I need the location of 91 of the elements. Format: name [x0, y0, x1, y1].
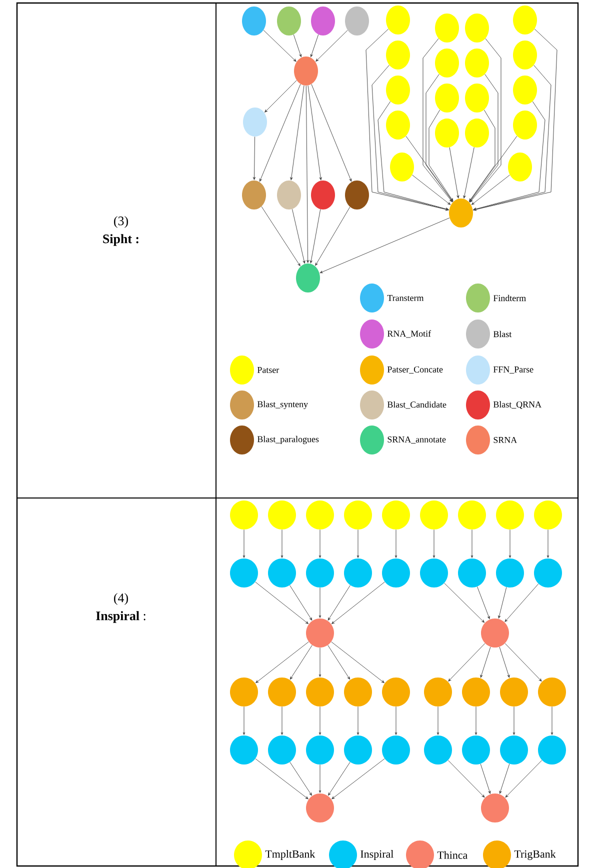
- workflow-node: [268, 678, 296, 706]
- workflow-node: [465, 14, 489, 42]
- workflow-node: [534, 558, 562, 588]
- row-label: Inspiral :: [96, 611, 146, 623]
- workflow-node: [465, 84, 489, 112]
- workflow-node: [424, 736, 452, 764]
- workflow-node: [458, 558, 486, 588]
- workflow-node: [496, 558, 524, 588]
- workflow-node: [230, 736, 258, 764]
- workflow-node: [344, 500, 372, 530]
- legend-label: Blast: [493, 330, 512, 338]
- workflow-node: [424, 678, 452, 706]
- workflow-node: [230, 678, 258, 706]
- workflow-node: [500, 678, 528, 706]
- legend-label: Inspiral: [360, 850, 394, 860]
- workflow-node: [513, 40, 537, 70]
- workflow-node: [345, 180, 369, 210]
- workflow-node: [382, 500, 410, 530]
- workflow-node: [462, 678, 490, 706]
- workflow-node: [435, 48, 459, 78]
- workflow-node: [449, 198, 473, 228]
- workflow-node: [382, 736, 410, 764]
- workflow-node: [382, 558, 410, 588]
- workflow-node: [242, 6, 266, 36]
- workflow-node: [243, 108, 267, 136]
- workflow-node: [344, 678, 372, 706]
- workflow-node: [242, 180, 266, 210]
- workflow-node: [306, 736, 334, 764]
- workflow-node: [462, 736, 490, 764]
- legend-label: Thinca: [437, 851, 468, 859]
- workflow-node: [386, 110, 410, 140]
- workflow-node: [386, 40, 410, 70]
- workflow-node: [435, 84, 459, 112]
- workflow-node: [296, 264, 320, 292]
- workflow-node: [268, 558, 296, 588]
- workflow-node: [538, 678, 566, 706]
- legend-label: Blast_Candidate: [387, 401, 446, 409]
- workflow-node: [390, 152, 414, 182]
- legend-label: TrigBank: [514, 850, 556, 860]
- workflow-node: [306, 794, 334, 822]
- workflow-node: [268, 736, 296, 764]
- workflow-node: [465, 118, 489, 148]
- workflow-node: [306, 500, 334, 530]
- workflow-node: [513, 76, 537, 104]
- legend-label: SRNA: [494, 437, 518, 444]
- workflow-node: [481, 794, 509, 822]
- legend-label: Transterm: [387, 295, 424, 301]
- workflow-node: [277, 180, 301, 210]
- workflow-node: [386, 6, 410, 34]
- workflow-node: [311, 180, 335, 210]
- workflow-node: [534, 500, 562, 530]
- legend-label: TmpltBank: [265, 850, 316, 860]
- row-label: Sipht :: [103, 234, 138, 246]
- workflow-node: [268, 500, 296, 530]
- row-label: (3): [114, 216, 128, 228]
- workflow-node: [481, 618, 509, 648]
- workflow-node: [344, 736, 372, 764]
- workflow-node: [538, 736, 566, 764]
- legend-label: Findterm: [493, 294, 526, 302]
- workflow-node: [420, 558, 448, 588]
- row-label: (4): [114, 593, 128, 605]
- workflow-node: [420, 500, 448, 530]
- workflow-node: [344, 558, 372, 588]
- workflow-node: [386, 76, 410, 104]
- legend-label: SRNA_annotate: [388, 436, 446, 444]
- legend-label: Blast_synteny: [257, 400, 308, 410]
- workflow-node: [230, 558, 258, 588]
- workflow-node: [458, 500, 486, 530]
- workflow-node: [345, 6, 369, 36]
- workflow-node: [382, 678, 410, 706]
- workflow-node: [277, 6, 301, 36]
- workflow-node: [513, 110, 537, 140]
- workflow-node: [294, 56, 318, 86]
- legend-label: Blast_paralogues: [257, 436, 319, 444]
- workflow-node: [500, 736, 528, 764]
- legend-label: Blast_QRNA: [493, 401, 542, 409]
- legend-label: Patser: [257, 367, 280, 373]
- workflow-node: [306, 618, 334, 648]
- workflow-node: [306, 678, 334, 706]
- workflow-node: [435, 14, 459, 42]
- workflow-node: [508, 152, 532, 182]
- legend-label: Patser_Concate: [387, 366, 443, 374]
- workflow-node: [311, 6, 335, 36]
- workflow-node: [513, 6, 537, 34]
- workflow-node: [465, 48, 489, 78]
- workflow-node: [496, 500, 524, 530]
- workflow-node: [230, 500, 258, 530]
- workflow-node: [306, 558, 334, 588]
- workflow-node: [435, 118, 459, 148]
- legend-label: RNA_Motif: [387, 330, 432, 338]
- legend-label: FFN_Parse: [493, 366, 534, 374]
